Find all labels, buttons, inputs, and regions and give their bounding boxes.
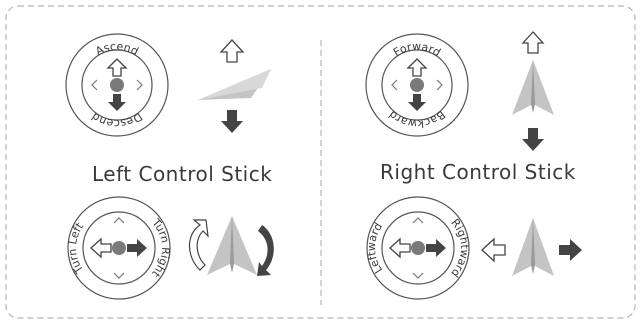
right-chevron-icon — [136, 79, 143, 91]
left-stick-ascend-descend: Ascend Descend — [65, 33, 169, 137]
stick-knob — [110, 78, 124, 92]
forward-label: Forward — [391, 40, 443, 59]
stick-knob — [411, 241, 425, 255]
left-chevron-icon — [391, 79, 398, 91]
up-arrow-outline-icon — [219, 39, 245, 63]
right-control-stick-title: Right Control Stick — [380, 160, 576, 184]
ascend-descend-illustration — [198, 39, 271, 133]
stick-outer-ring — [366, 196, 470, 300]
right-chevron-icon — [436, 79, 443, 91]
up-arrow-outline-icon — [521, 31, 545, 54]
up-arrow-outline-icon — [406, 58, 428, 77]
turn-illustration — [188, 216, 274, 276]
stick-inner-ring — [81, 49, 153, 121]
down-chevron-icon — [113, 272, 125, 279]
down-arrow-filled-icon — [221, 110, 243, 133]
rotate-ccw-outline-icon — [188, 219, 209, 271]
up-chevron-icon — [113, 217, 125, 224]
descend-label: Descend — [89, 110, 144, 130]
stick-knob — [410, 78, 424, 92]
stick-outer-ring — [365, 33, 469, 137]
stick-inner-ring — [381, 49, 453, 121]
rotate-cw-filled-icon — [257, 225, 274, 276]
stick-knob — [112, 241, 126, 255]
rightward-label: Rightward — [448, 216, 471, 279]
down-arrow-filled-icon — [108, 94, 126, 111]
left-stick-turn: Turn Left Turn Right — [66, 196, 172, 300]
outer-dashed-frame — [5, 5, 636, 319]
forward-backward-illustration — [512, 31, 554, 151]
down-chevron-icon — [412, 272, 424, 279]
down-arrow-filled-icon — [522, 128, 544, 151]
left-control-stick-title: Left Control Stick — [92, 162, 273, 186]
stick-outer-ring — [65, 33, 169, 137]
backward-label: Backward — [386, 108, 447, 130]
left-chevron-icon — [91, 79, 98, 91]
right-arrow-filled-icon — [127, 239, 147, 257]
up-arrow-outline-icon — [106, 58, 128, 77]
left-arrow-outline-icon — [481, 237, 506, 263]
right-arrow-filled-icon — [426, 239, 446, 257]
up-chevron-icon — [412, 217, 424, 224]
right-stick-forward-backward: Forward Backward — [365, 33, 469, 137]
turn-right-label: Turn Right — [149, 215, 172, 280]
right-arrow-filled-icon — [559, 239, 582, 261]
leftward-rightward-illustration — [481, 218, 582, 276]
down-arrow-filled-icon — [408, 94, 426, 111]
left-arrow-outline-icon — [389, 237, 411, 259]
ascend-label: Ascend — [93, 40, 140, 58]
right-stick-roll: Leftward Rightward — [365, 196, 471, 300]
left-arrow-outline-icon — [90, 237, 112, 259]
stick-inner-ring — [381, 211, 455, 285]
stick-outer-ring — [67, 196, 171, 300]
stick-inner-ring — [82, 211, 156, 285]
